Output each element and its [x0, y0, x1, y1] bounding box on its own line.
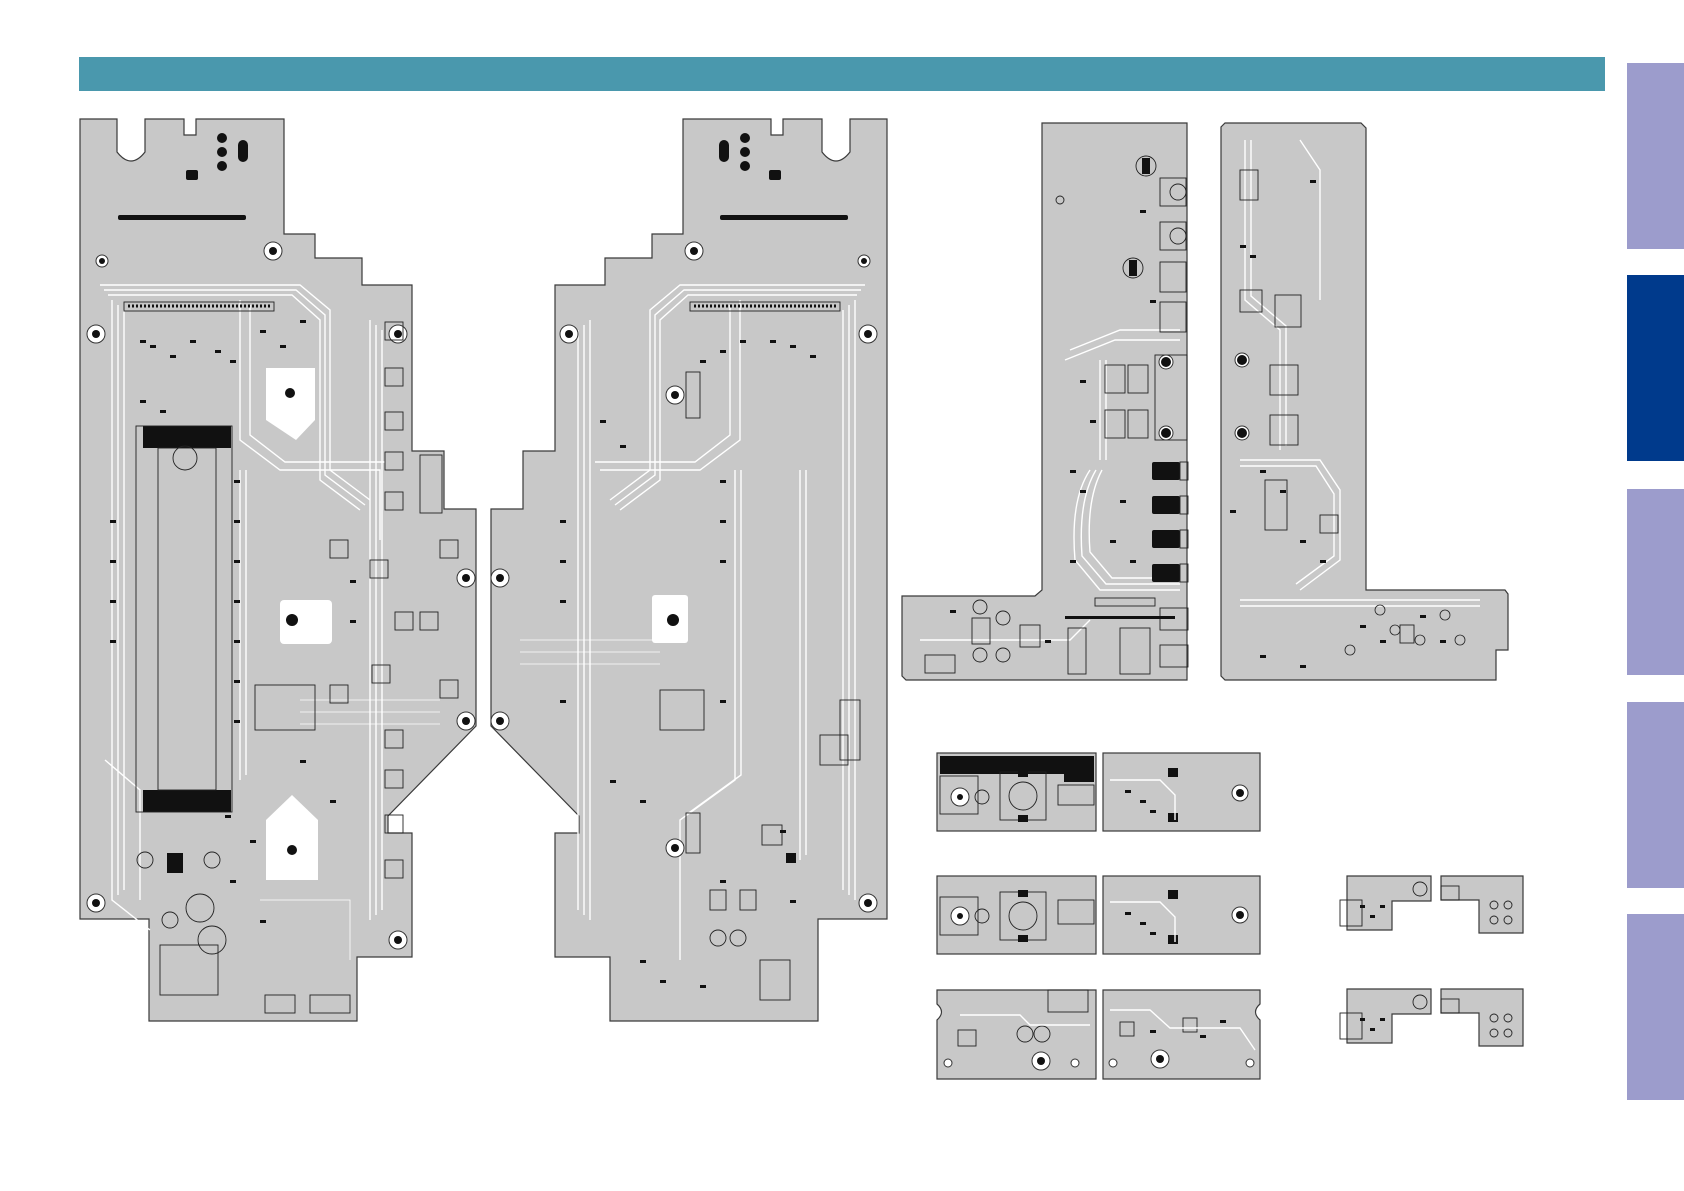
pcb-tiny-board-1b — [1441, 876, 1523, 933]
pcb-tiny-board-2a — [1340, 989, 1431, 1043]
pcb-small-board-3b — [1103, 990, 1260, 1079]
pcb-small-board-2b — [1103, 876, 1260, 954]
pcb-small-board-2a — [937, 876, 1096, 954]
pcb-tiny-board-1a — [1340, 876, 1431, 930]
pcb-small-board-3a — [937, 990, 1096, 1079]
pcb-tiny-board-2b — [1441, 989, 1523, 1046]
pcb-small-board-1b — [1103, 753, 1260, 831]
pcb-board-t-right — [1221, 123, 1508, 680]
pcb-small-board-1a — [937, 753, 1096, 831]
pcb-board-t-left — [902, 123, 1188, 680]
pcb-board-left — [80, 119, 476, 1021]
pcb-board-right — [491, 119, 887, 1021]
